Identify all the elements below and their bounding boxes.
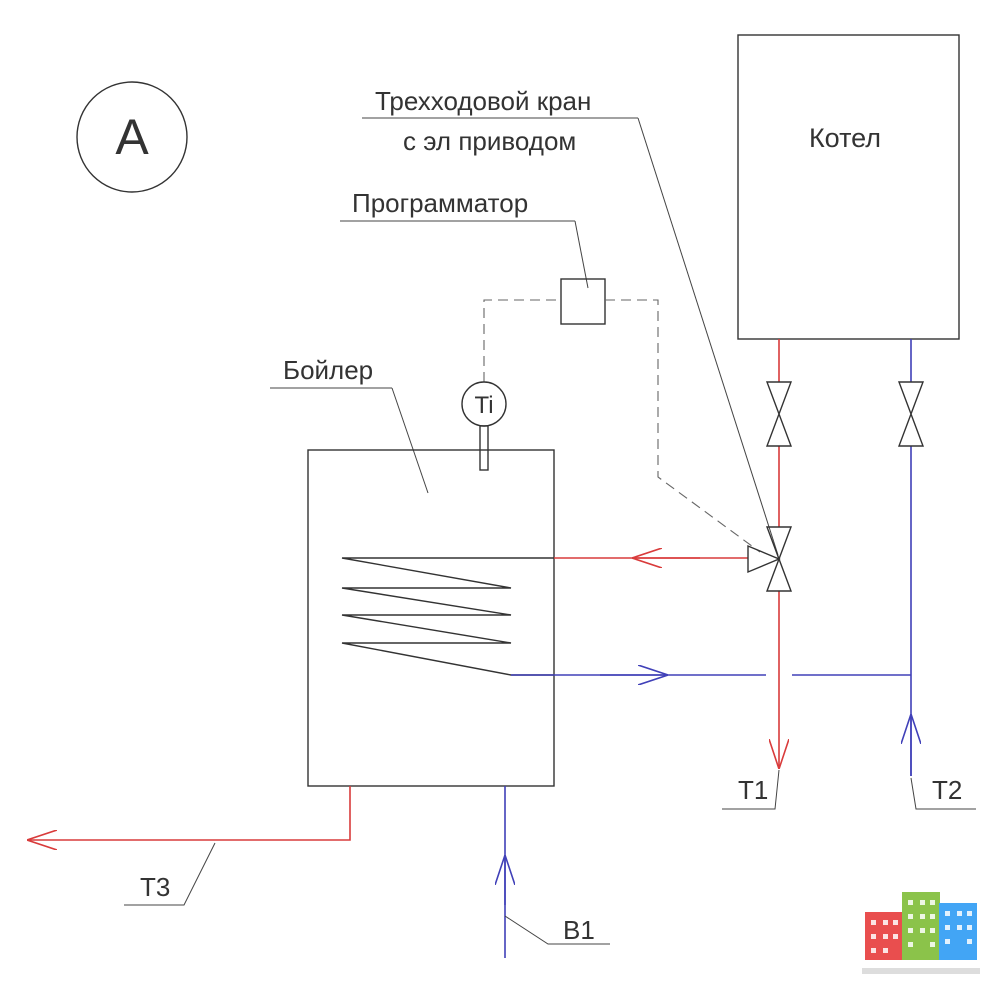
b1-leader — [504, 915, 610, 945]
tank-body — [307, 449, 555, 787]
tank-label: Бойлер — [283, 355, 373, 385]
t2-leader — [910, 777, 976, 810]
valve-label-line1: Трехходовой кран — [375, 86, 591, 116]
valve-control-line — [605, 299, 761, 553]
programmer-box — [560, 278, 606, 325]
t1-leader — [722, 769, 780, 810]
valve-label-line2: с эл приводом — [403, 126, 576, 156]
logo-icon — [862, 892, 980, 974]
t1-label: T1 — [738, 775, 768, 805]
three-way-valve — [747, 526, 793, 592]
hot-water-pipe — [28, 786, 351, 840]
sensor-stem — [479, 425, 489, 471]
valve-leader-line — [637, 117, 779, 556]
programmer-label: Программатор — [352, 188, 528, 218]
t3-label: T3 — [140, 872, 170, 902]
boiler-unit-box — [737, 34, 960, 340]
b1-label: B1 — [563, 915, 595, 945]
marker-letter: A — [115, 109, 149, 165]
tank-leader — [391, 387, 429, 494]
boiler-unit-label: Котел — [809, 123, 881, 153]
programmer-leader — [574, 220, 589, 289]
t2-label: T2 — [932, 775, 962, 805]
return-shutoff-valve — [897, 381, 925, 447]
t3-leader — [124, 842, 216, 906]
supply-shutoff-valve — [765, 381, 793, 447]
sensor-control-line — [483, 299, 561, 382]
marker-circle — [76, 81, 188, 193]
sensor-label: Ti — [474, 392, 493, 419]
heat-exchanger-coil — [341, 557, 554, 676]
